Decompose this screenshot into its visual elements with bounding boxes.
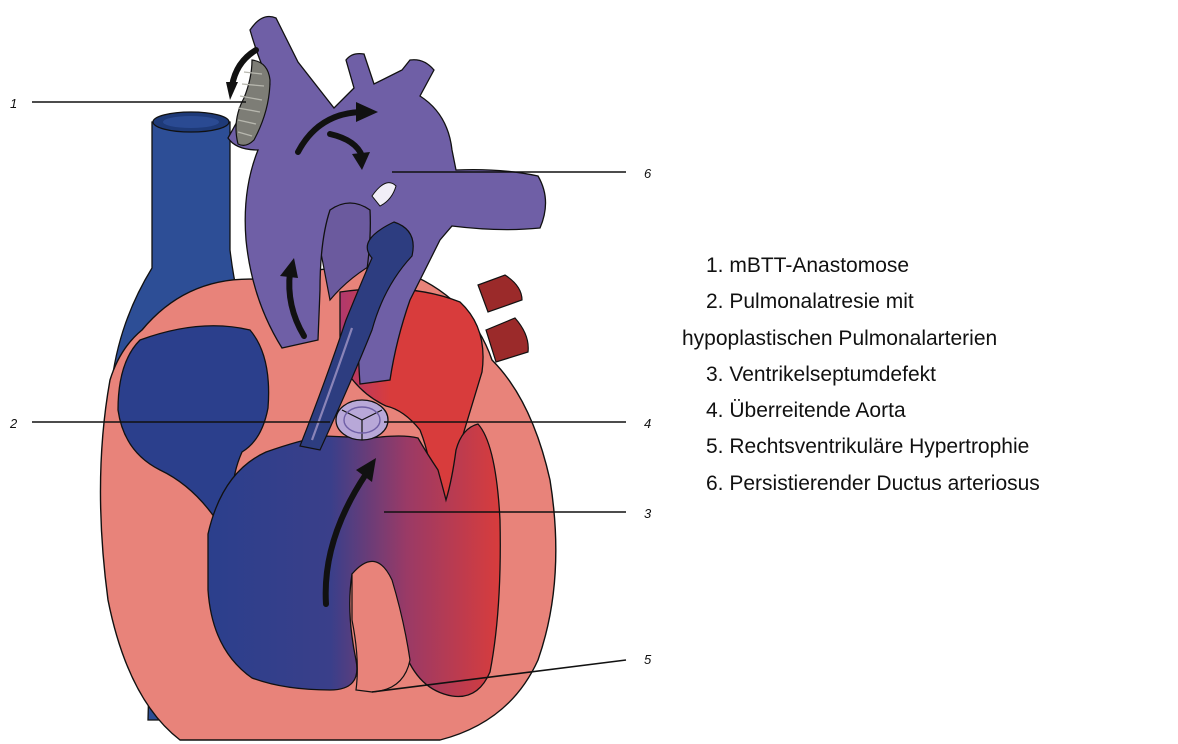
legend-item-1: 1. mBTT-Anastomose [706,248,1040,284]
legend: 1. mBTT-Anastomose 2. Pulmonalatresie mi… [706,248,1040,502]
legend-item-2-line-1: 2. Pulmonalatresie mit [706,284,1040,320]
legend-item-5: 5. Rechtsventrikuläre Hypertrophie [706,429,1040,465]
legend-item-3: 3. Ventrikelseptumdefekt [706,357,1040,393]
legend-item-6: 6. Persistierender Ductus arteriosus [706,466,1040,502]
legend-item-2-line-2: hypoplastischen Pulmonalarterien [682,321,1040,357]
ventricles [208,424,500,697]
marker-3: 3 [644,506,652,521]
marker-5: 5 [644,652,652,667]
marker-1: 1 [10,96,17,111]
marker-6: 6 [644,166,652,181]
marker-2: 2 [9,416,18,431]
legend-item-4: 4. Überreitende Aorta [706,393,1040,429]
aortic-valve [336,400,388,440]
marker-4: 4 [644,416,651,431]
